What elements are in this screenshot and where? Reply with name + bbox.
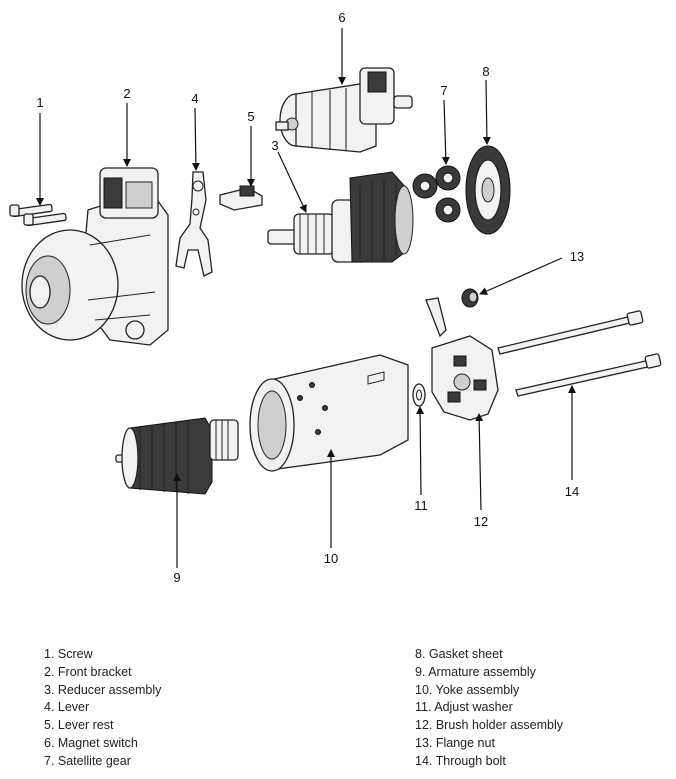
callout-4: 4: [191, 91, 198, 106]
adjust-washer-part: [412, 383, 426, 407]
callout-5: 5: [247, 109, 254, 124]
armature-assembly-part: [115, 417, 239, 495]
lever-part: [175, 171, 213, 277]
legend-item: 13. Flange nut: [415, 735, 495, 750]
legend-item: 14. Through bolt: [415, 753, 506, 768]
through-bolt-part: [497, 310, 662, 397]
leader-line-4: [191, 107, 200, 171]
legend-item: 7. Satellite gear: [44, 753, 131, 768]
screw-part: [9, 203, 67, 227]
legend-item: 11. Adjust washer: [415, 700, 513, 715]
callout-9: 9: [173, 570, 180, 585]
starter-motor-exploded-drawing: 1 2 3 4 5 6 7 8 9 10 11 12 13 14: [9, 10, 662, 585]
callout-numbers: 1 2 3 4 5 6 7 8 9 10 11 12 13 14: [36, 10, 584, 585]
parts-legend-left: 1. Screw 2. Front bracket 3. Reducer ass…: [44, 646, 161, 771]
lever-rest-part: [219, 185, 263, 211]
callout-8: 8: [482, 64, 489, 79]
parts-legend-right: 8. Gasket sheet 9. Armature assembly 10.…: [415, 646, 563, 771]
leader-line-11: [416, 406, 425, 496]
callout-6: 6: [338, 10, 345, 25]
legend-item: 12. Brush holder assembly: [415, 718, 563, 733]
flange-nut-part: [461, 288, 479, 308]
legend-item: 3. Reducer assembly: [44, 682, 162, 697]
leader-line-7: [441, 99, 450, 165]
callout-14: 14: [565, 484, 579, 499]
callout-11: 11: [414, 498, 428, 513]
legend-item: 5. Lever rest: [44, 718, 114, 733]
leader-lines: [36, 28, 576, 568]
callout-10: 10: [324, 551, 338, 566]
brush-holder-assembly-part: [425, 297, 499, 421]
legend-item: 9. Armature assembly: [415, 664, 536, 679]
reducer-assembly-part: [267, 171, 414, 263]
legend-item: 6. Magnet switch: [44, 735, 138, 750]
legend-item: 8. Gasket sheet: [415, 647, 503, 661]
leader-line-8: [482, 79, 491, 145]
magnet-switch-part: [275, 67, 413, 153]
callout-7: 7: [440, 83, 447, 98]
callout-1: 1: [36, 95, 43, 110]
yoke-assembly-part: [249, 354, 409, 472]
legend-item: 10. Yoke assembly: [415, 682, 520, 697]
legend-item: 4. Lever: [44, 700, 90, 715]
callout-13: 13: [570, 249, 584, 264]
gasket-sheet-part: [465, 145, 511, 235]
leader-line-12: [475, 413, 484, 511]
callout-12: 12: [474, 514, 488, 529]
legend-item: 1. Screw: [44, 647, 93, 661]
leader-line-3: [277, 151, 307, 213]
satellite-gear-part: [412, 165, 461, 223]
callout-3: 3: [271, 138, 278, 153]
callout-2: 2: [123, 86, 130, 101]
legend-item: 2. Front bracket: [44, 664, 132, 679]
leader-line-13: [479, 257, 563, 295]
front-bracket-part: [21, 167, 169, 346]
